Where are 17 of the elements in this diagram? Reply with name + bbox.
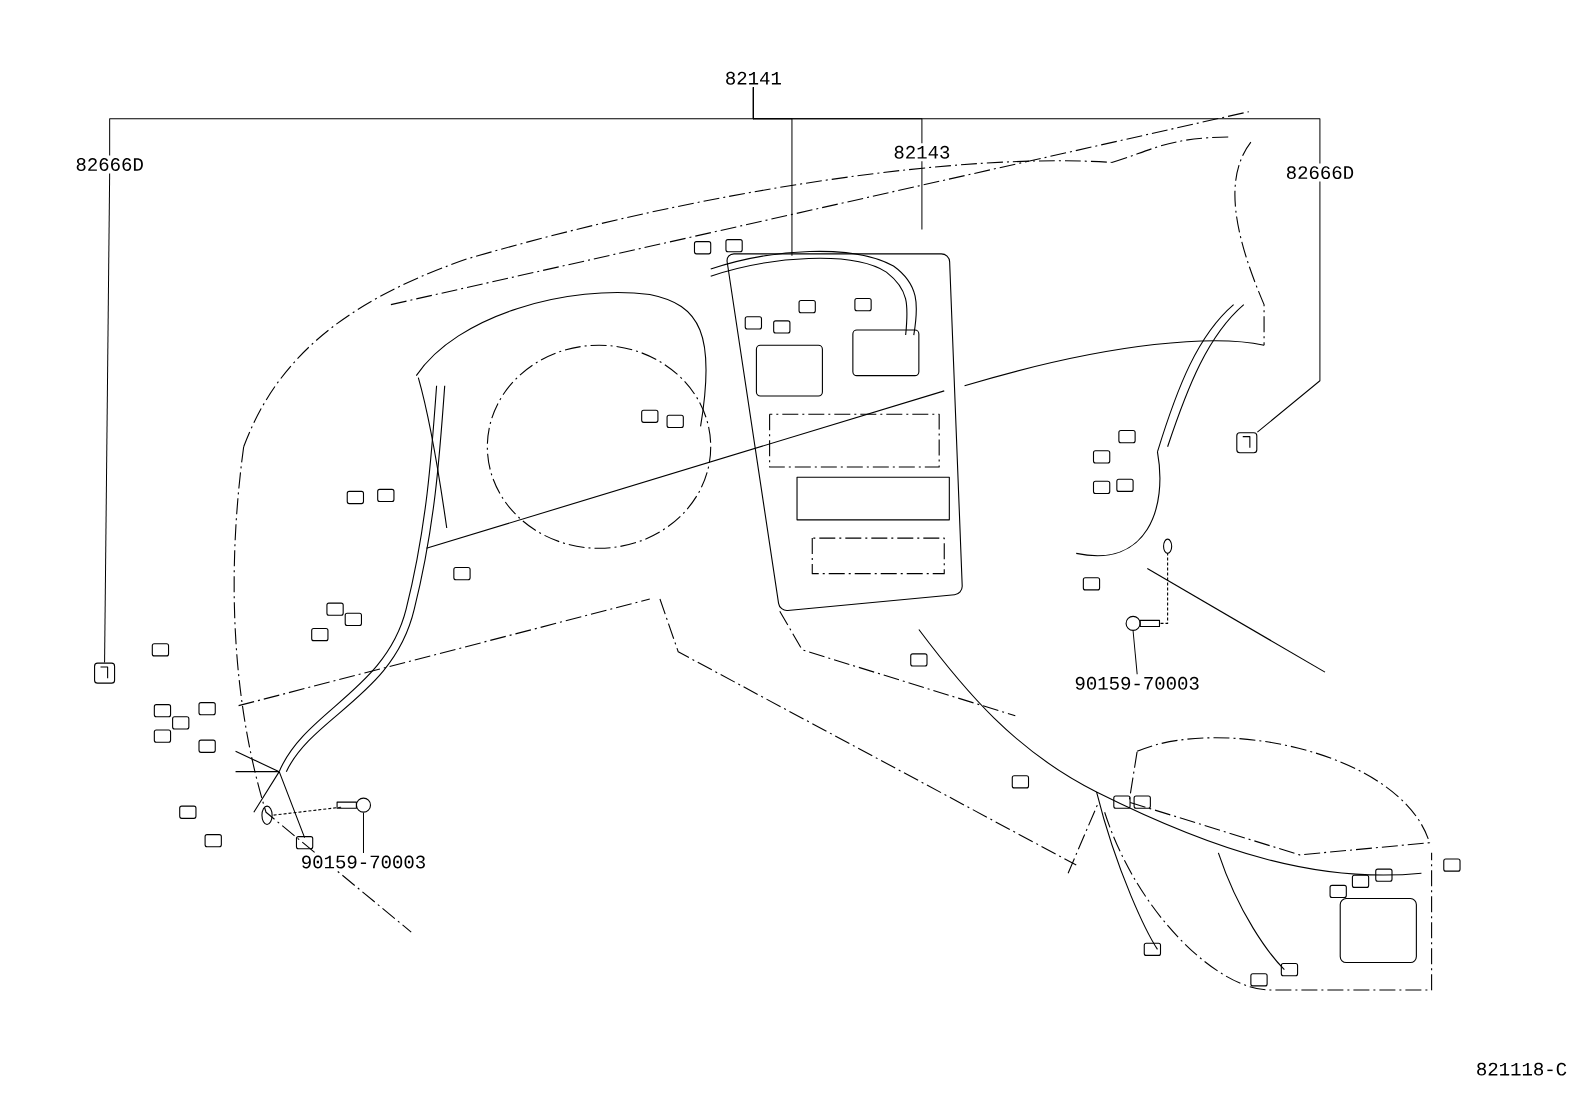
bolt-drawing: [1125, 616, 1161, 632]
part-number: 82666D: [1283, 164, 1357, 182]
leader-line: [921, 161, 923, 231]
leader-line: [1256, 181, 1321, 433]
leader-line: [752, 86, 923, 144]
part-number: 82143: [891, 144, 953, 161]
drawing-code: 821118-C: [1477, 1062, 1567, 1076]
leader-line: [363, 812, 364, 854]
clip-drawing: [94, 662, 116, 684]
leader-line: [1132, 630, 1138, 676]
clip-drawing: [1236, 432, 1258, 454]
part-number: 82666D: [73, 156, 146, 174]
leader-line: [104, 173, 111, 664]
part-number: 82141: [722, 69, 784, 87]
bolt-drawing: [336, 797, 372, 813]
part-number: 90159-70003: [298, 853, 429, 871]
part-number: 90159-70003: [1072, 675, 1202, 692]
